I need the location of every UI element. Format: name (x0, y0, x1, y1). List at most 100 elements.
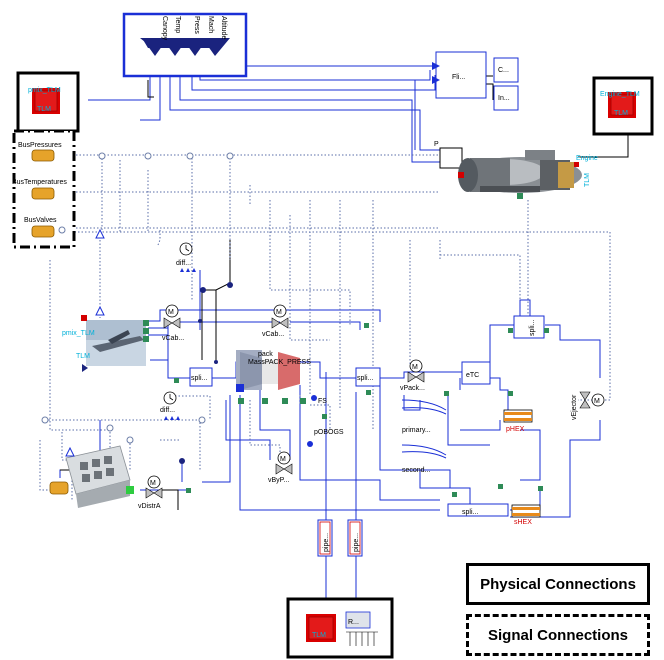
svg-text:M: M (150, 480, 156, 487)
pmix-tlm-box[interactable]: pmix_TLM TLM (16, 71, 80, 133)
pack-port-1[interactable] (238, 398, 244, 404)
primary-label: primary... (402, 427, 431, 434)
physical-wires (59, 270, 601, 610)
legend-signal-label: Signal Connections (487, 626, 628, 644)
valve-vpack[interactable]: M vPack... (400, 359, 425, 392)
aircraft-image[interactable] (86, 320, 146, 366)
engine-image[interactable] (458, 150, 582, 193)
splitter-4[interactable]: spli... (447, 503, 509, 517)
r-block-label: R... (348, 619, 359, 626)
engine-tlm-inner: TLM (614, 110, 628, 117)
splitter-1-label: spli... (191, 375, 207, 382)
pobogs-label: pOBOGS (314, 429, 344, 436)
flight-pin-canopy: Canopy (161, 16, 168, 41)
splitter-2[interactable]: spli... (355, 367, 381, 387)
valve-vcab-2-label: vCab... (262, 331, 284, 338)
bus-block[interactable]: BusPressures BusTemperatures BusValves (12, 129, 76, 249)
aircraft-port-arrow[interactable] (82, 364, 88, 372)
engine-tlm-label: TLM (584, 173, 591, 187)
valve-vbyp[interactable]: M vByP... (268, 451, 293, 484)
pmix-tlm-top-label: pmix_TLM (28, 87, 61, 94)
junction-dots (179, 282, 233, 464)
legend-physical-connections: Physical Connections (466, 563, 650, 605)
engine-tlm-box[interactable]: Engine_TLM TLM (592, 76, 654, 136)
p-block[interactable]: P (434, 141, 463, 169)
etc-label: eTC (466, 372, 479, 379)
pipe-1-label: pipe... (323, 533, 330, 552)
valve-vbyp-label: vByP... (268, 477, 289, 484)
pipe-1[interactable]: pipe... (317, 519, 333, 557)
c-block[interactable]: C... (493, 57, 519, 83)
bus-pressures-label: BusPressures (18, 142, 62, 149)
bottom-tlm-box[interactable]: TLM R... (286, 597, 394, 659)
svg-text:M: M (276, 309, 282, 316)
bus-valves-label: BusValves (24, 217, 57, 224)
aircraft-port-red[interactable] (81, 315, 87, 321)
diff-sensor-2[interactable]: diff... (160, 391, 180, 420)
fs-sensor[interactable] (311, 395, 317, 401)
engine-bottom-port[interactable] (517, 193, 523, 199)
pack-port-3[interactable] (282, 398, 288, 404)
splitter-3[interactable]: spli... (513, 315, 545, 339)
flight-pin-mach: Mach (207, 16, 214, 33)
pobogs-sensor[interactable] (307, 441, 313, 447)
valve-vcab-1-label: vCab... (162, 335, 184, 342)
valve-vpack-label: vPack... (400, 385, 425, 392)
small-ports (174, 323, 549, 497)
legend-physical-label: Physical Connections (480, 575, 636, 593)
engine-port[interactable] (458, 172, 464, 178)
svg-text:M: M (280, 456, 286, 463)
etc-block[interactable]: eTC (461, 361, 491, 385)
fs-label: FS (318, 398, 327, 405)
shex-label: sHEX (514, 519, 532, 526)
mass-pack-label: MassPACK_PRESS (248, 359, 311, 366)
pipe-2[interactable]: pipe... (347, 519, 363, 557)
blue-triangles (65, 228, 105, 457)
pmix-tlm-label: pmix_TLM (62, 330, 95, 337)
primary-flow[interactable]: primary... (401, 399, 447, 434)
svg-text:M: M (594, 398, 600, 405)
dark-wires (60, 75, 629, 510)
valve-vdistra-label: vDistrA (138, 503, 161, 510)
diff-sensor-1[interactable]: diff... (176, 242, 196, 272)
valve-vejector[interactable]: M vEjector (571, 391, 605, 420)
phex-label: pHEX (506, 426, 525, 433)
bus-pressures-connector[interactable] (31, 149, 55, 162)
cooling-unit-connector[interactable] (49, 481, 69, 495)
diff-sensor-1-label: diff... (176, 260, 191, 267)
pack-assembly[interactable]: pack MassPACK_PRESS (236, 350, 311, 392)
valve-vejector-label: vEjector (571, 394, 578, 420)
shex-block[interactable]: sHEX (511, 504, 541, 526)
phex-block[interactable]: pHEX (503, 409, 533, 433)
pack-port-4[interactable] (300, 398, 306, 404)
engine-connector[interactable] (574, 162, 579, 167)
cooling-unit-image[interactable] (65, 445, 134, 508)
bus-valves-connector[interactable] (31, 225, 55, 238)
engine-tlm-top-label: Engine_TLM (600, 91, 640, 98)
valve-vcab-1[interactable]: M vCab... (162, 304, 184, 342)
valve-vdistra[interactable]: M vDistrA (138, 475, 163, 510)
fli-label: Fli... (452, 74, 465, 81)
secondary-flow[interactable]: second... (401, 444, 447, 474)
in-label: In... (498, 95, 510, 102)
aircraft-port-3[interactable] (143, 336, 149, 342)
flight-conditions-block[interactable]: Canopy Temp Press Mach Altitude (122, 12, 248, 78)
aircraft-port-2[interactable] (143, 328, 149, 334)
svg-text:M: M (168, 309, 174, 316)
bottom-tlm-label: TLM (312, 632, 326, 639)
second-label: second... (402, 467, 430, 474)
aircraft-tlm-label: TLM (76, 353, 90, 360)
diff-sensor-2-label: diff... (160, 407, 175, 414)
in-block[interactable]: In... (493, 85, 519, 111)
fli-block[interactable]: Fli... (432, 51, 487, 99)
valve-vcab-2[interactable]: M vCab... (262, 304, 289, 338)
pack-port-2[interactable] (262, 398, 268, 404)
splitter-2-label: spli... (357, 375, 373, 382)
aircraft-port-1[interactable] (143, 320, 149, 326)
splitter-1[interactable]: spli... (189, 367, 213, 387)
bus-temperatures-connector[interactable] (31, 187, 55, 200)
engine-label: Engine (576, 155, 598, 162)
splitter-4-label: spli... (462, 509, 478, 516)
legend-signal-connections: Signal Connections (466, 614, 650, 656)
